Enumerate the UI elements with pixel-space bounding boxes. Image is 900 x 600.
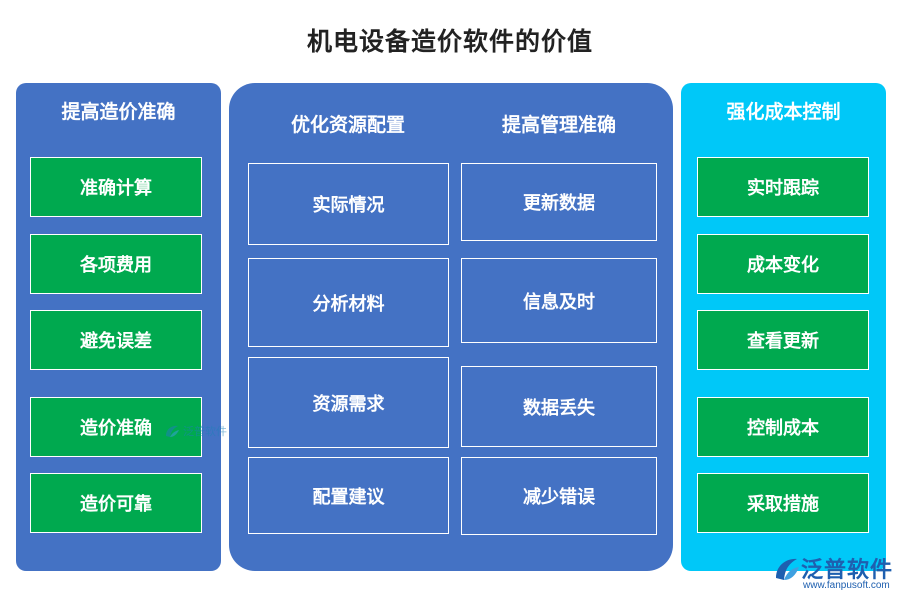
mid-col2-item-1: 更新数据 [461, 163, 657, 241]
watermark-text: 泛普软件 [183, 425, 227, 438]
right-item-4: 控制成本 [697, 397, 869, 457]
mid-col1-item-1: 实际情况 [248, 163, 449, 245]
left-item-5: 造价可靠 [30, 473, 202, 533]
left-item-1: 准确计算 [30, 157, 202, 217]
panel-left-title: 提高造价准确 [61, 101, 176, 123]
watermark-logo-icon [166, 425, 179, 437]
brand-logo: 泛普软件 www.fanpusoft.com [773, 552, 893, 598]
left-item-3: 避免误差 [30, 310, 202, 370]
right-item-2: 成本变化 [697, 234, 869, 294]
right-item-3: 查看更新 [697, 310, 869, 370]
mid-col2-item-2: 信息及时 [461, 258, 657, 343]
mid-col1-item-2: 分析材料 [248, 258, 449, 347]
left-item-2: 各项费用 [30, 234, 202, 294]
brand-logo-name: 泛普软件 [801, 558, 894, 583]
panel-right-title: 强化成本控制 [726, 101, 841, 123]
mid-col2-item-3: 数据丢失 [461, 366, 657, 447]
right-item-1: 实时跟踪 [697, 157, 869, 217]
right-item-5: 采取措施 [697, 473, 869, 533]
mid-col1-item-3: 资源需求 [248, 357, 449, 448]
mid-col2-item-4: 减少错误 [461, 457, 657, 535]
brand-logo-icon [776, 558, 799, 580]
brand-logo-url: www.fanpusoft.com [803, 580, 890, 591]
panel-middle-col1-title: 优化资源配置 [290, 114, 405, 136]
mid-col1-item-4: 配置建议 [248, 457, 449, 534]
watermark: 泛普软件 [163, 420, 227, 442]
panel-middle-col2-title: 提高管理准确 [501, 114, 616, 136]
diagram-title: 机电设备造价软件的价值 [306, 27, 593, 56]
